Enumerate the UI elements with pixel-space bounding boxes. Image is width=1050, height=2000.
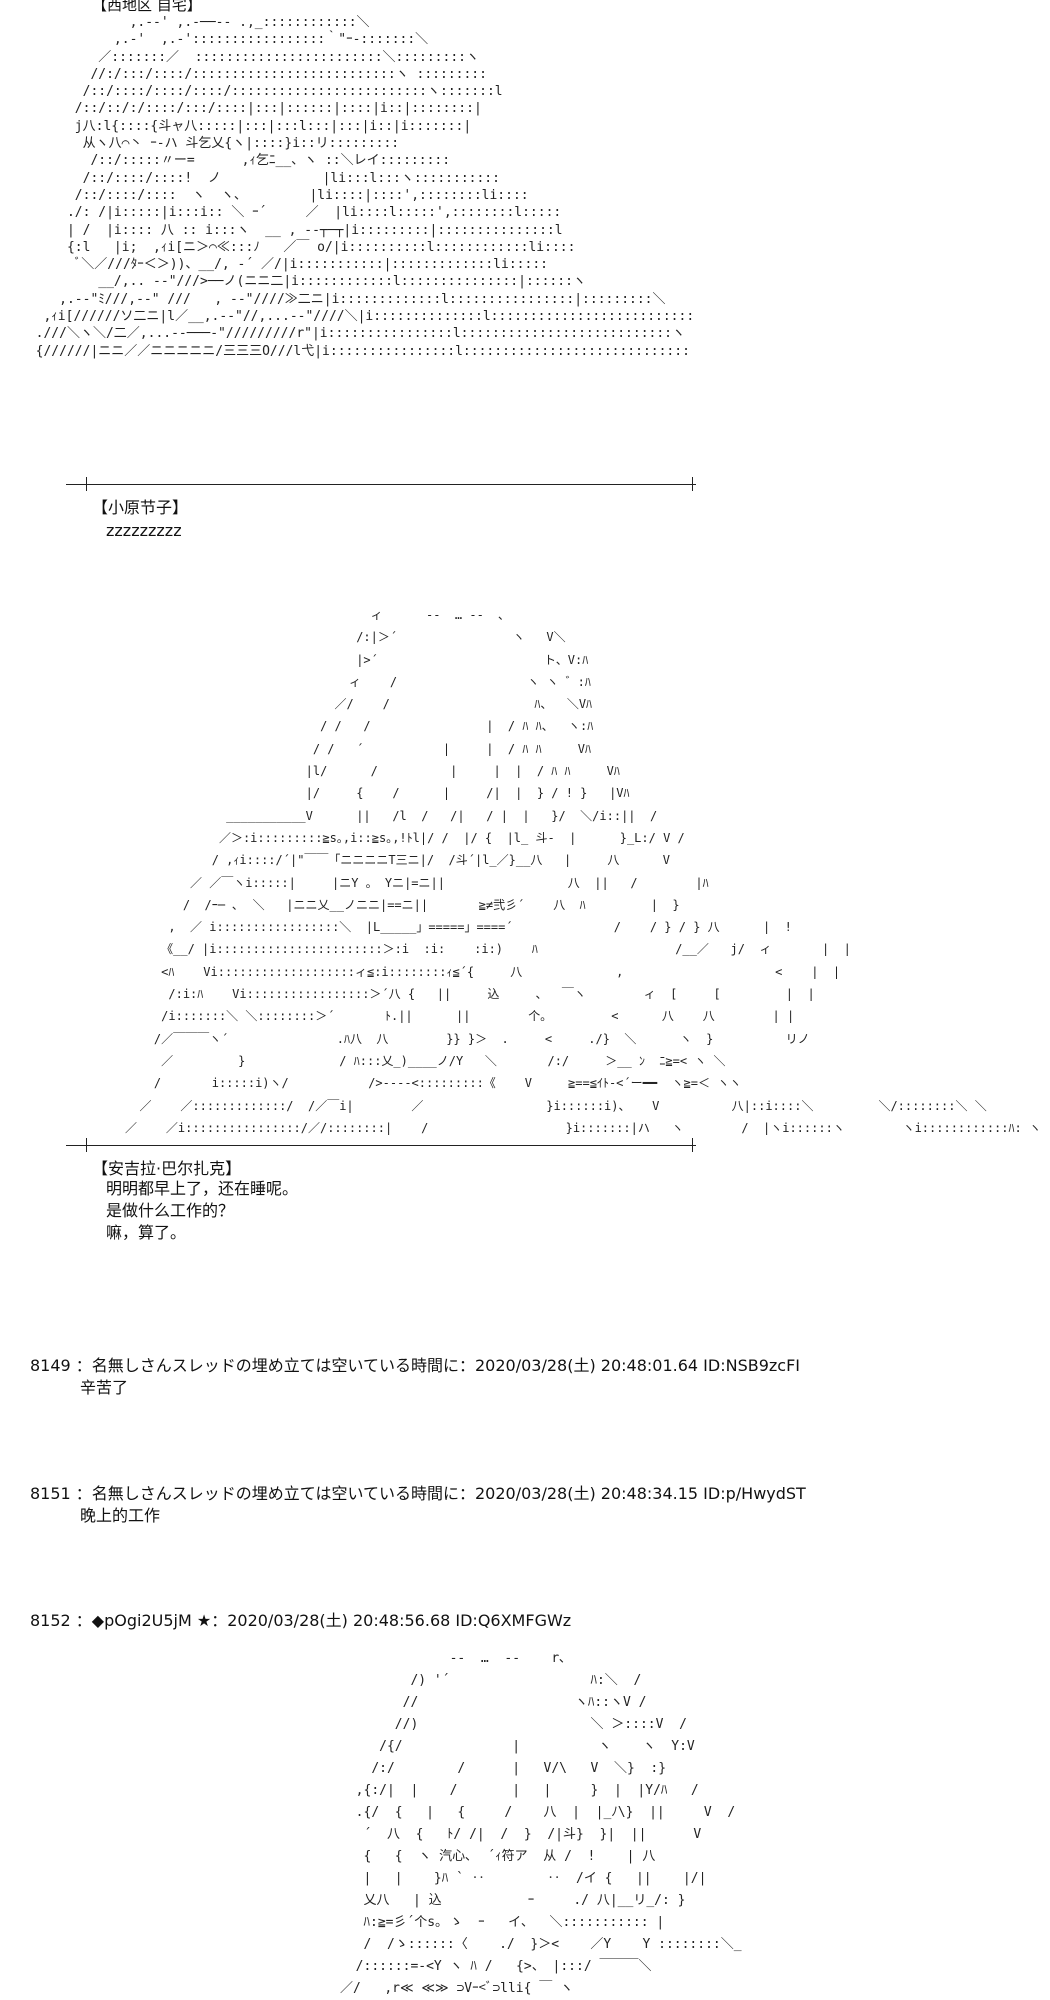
post-body: 辛苦了: [80, 1378, 129, 1397]
post-header: 8152 ：◆pOgi2U5jM ★：2020/03/28(土) 20:48:5…: [30, 1611, 572, 1630]
dialogue-line: zzzzzzzzz: [106, 521, 182, 540]
dialogue-line: 是做什么工作的？: [106, 1201, 235, 1220]
post-header: 8151 ：名無しさんスレッドの埋め立ては空いている時間に：2020/03/28…: [30, 1484, 806, 1503]
ascii-art-girl-portrait: ‐- … -‐ r､ /) '´ ﾊ:＼ / // ヽﾊ::ヽV / //) ＼…: [340, 1651, 742, 1996]
post-body: 晚上的工作: [80, 1506, 161, 1525]
divider-line: [66, 1145, 696, 1146]
ascii-art-angela: ィ ‐- … -‐ ､ /:|＞´ ヽ V＼ |>´ ト、V:ﾊ: [125, 608, 1041, 1135]
divider-tick-left: [86, 1138, 87, 1152]
speaker-label: 【小原节子】: [92, 498, 189, 517]
divider-tick-right: [692, 477, 693, 491]
ascii-art-sleeping-girl: ,.-‐' ,.-──‐- .,_::::::::::::＼ ,.-' ,.-'…: [35, 15, 695, 359]
dialogue-line: 嘛，算了。: [106, 1223, 187, 1242]
scene-location: 【西地区 自宅】: [92, 0, 202, 14]
divider-tick-left: [86, 477, 87, 491]
divider-line: [66, 484, 696, 485]
dialogue-block: 明明都早上了，还在睡呢。是做什么工作的？ 嘛，算了。: [106, 1178, 298, 1244]
dialogue-line: 明明都早上了，还在睡呢。: [106, 1179, 299, 1198]
speaker-label: 【安吉拉·巴尔扎克】: [92, 1159, 242, 1178]
post-header: 8149 ：名無しさんスレッドの埋め立ては空いている時間に：2020/03/28…: [30, 1356, 801, 1375]
divider-tick-right: [692, 1138, 693, 1152]
